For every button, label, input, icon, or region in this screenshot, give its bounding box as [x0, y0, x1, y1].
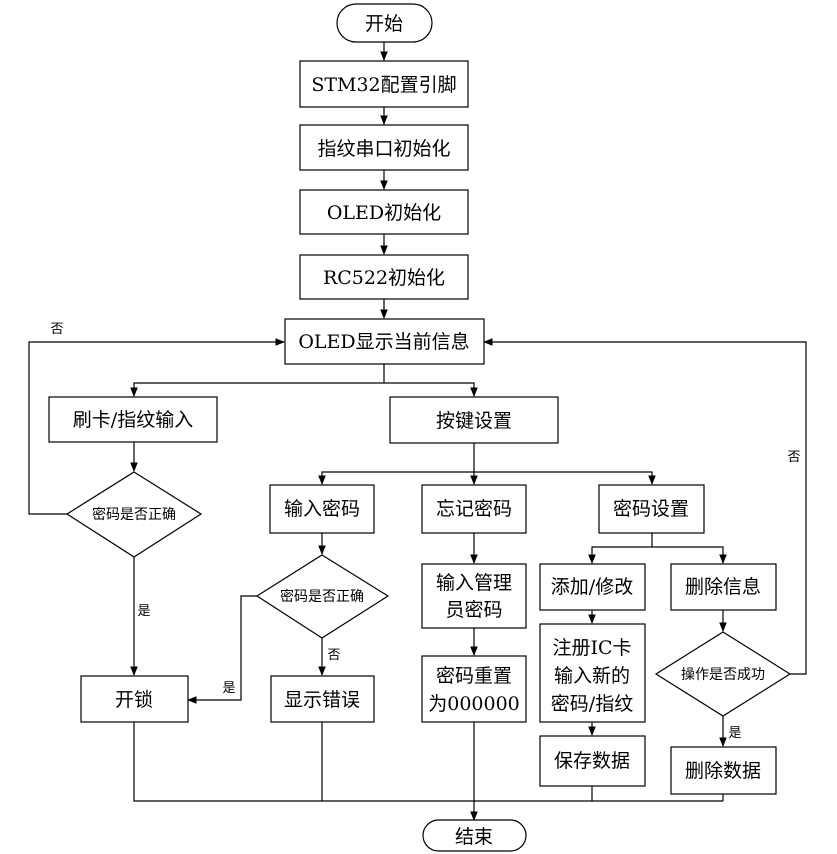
input-pw-box — [269, 484, 375, 534]
end-terminal — [422, 819, 527, 852]
show-error-label: 显示错误 — [284, 689, 360, 711]
show-error-box — [270, 675, 375, 723]
start-label: 开始 — [365, 13, 403, 35]
add-modify-box — [539, 563, 646, 611]
edge-label-yes-right: 是 — [728, 726, 741, 741]
fp-init-label: 指纹串口初始化 — [317, 138, 450, 160]
check-pw-left-label: 密码是否正确 — [92, 506, 176, 523]
card-fp-label: 刷卡/指纹输入 — [73, 409, 193, 431]
rc522-init-box — [299, 254, 469, 300]
register-label-1: 注册IC卡 — [552, 637, 631, 659]
input-pw-label: 输入密码 — [284, 498, 360, 520]
check-pw-left-diamond — [65, 471, 203, 558]
reset-box — [421, 655, 527, 723]
edge-setting-add — [588, 546, 652, 564]
delete-info-box — [670, 563, 777, 611]
register-label-3: 密码/指纹 — [551, 693, 633, 715]
unlock-label: 开锁 — [115, 689, 153, 711]
pw-setting-box — [598, 484, 705, 534]
edge-keys-input — [318, 471, 474, 485]
oled-init-box — [299, 189, 469, 235]
admin-pw-label-1: 输入管理 — [436, 572, 512, 594]
oled-show-box — [284, 318, 485, 365]
edge-unlock-bottom — [133, 722, 723, 802]
edge-split-card — [130, 382, 384, 397]
edges — [28, 42, 807, 821]
forget-pw-label: 忘记密码 — [436, 498, 512, 520]
pw-setting-label: 密码设置 — [613, 498, 689, 520]
edge-setting-delete — [652, 546, 727, 564]
card-fp-box — [48, 396, 218, 443]
reset-label-1: 密码重置 — [436, 665, 512, 687]
edge-label-no-right: 否 — [787, 450, 800, 465]
add-modify-label: 添加/修改 — [551, 576, 633, 598]
stm32-label: STM32配置引脚 — [311, 74, 456, 96]
check-pw-mid-label: 密码是否正确 — [280, 588, 364, 605]
save-data-box — [539, 735, 646, 787]
op-success-label: 操作是否成功 — [681, 667, 765, 683]
admin-pw-box — [421, 563, 527, 629]
end-label: 结束 — [455, 826, 493, 848]
nodes: 开始 结束 STM32配置引脚 指纹串口初始化 OLED初始化 RC522初始化… — [48, 3, 792, 852]
edge-labels: 否 是 是 否 否 是 — [50, 322, 800, 741]
edge-check-mid-yes — [187, 595, 257, 704]
oled-init-label: OLED初始化 — [327, 202, 441, 224]
fp-init-box — [299, 124, 469, 171]
register-label-2: 输入新的 — [554, 665, 630, 687]
reset-label-2: 为000000 — [428, 693, 520, 715]
unlock-box — [80, 675, 189, 723]
delete-data-box — [670, 746, 777, 795]
keys-box — [389, 396, 559, 444]
edge-label-no-left: 否 — [50, 322, 63, 337]
start-terminal — [336, 3, 433, 43]
edge-op-no — [483, 338, 807, 675]
admin-pw-label-2: 员密码 — [445, 599, 502, 621]
delete-data-label: 删除数据 — [685, 760, 761, 782]
forget-pw-box — [421, 484, 527, 534]
edge-label-yes-mid: 是 — [222, 681, 235, 696]
oled-show-label: OLED显示当前信息 — [298, 331, 469, 353]
edge-split-keys — [384, 382, 478, 397]
keys-label: 按键设置 — [436, 410, 512, 432]
check-pw-mid-diamond — [255, 554, 390, 639]
edge-check-left-no — [28, 338, 285, 515]
rc522-init-label: RC522初始化 — [323, 267, 445, 289]
op-success-diamond — [654, 631, 792, 717]
delete-info-label: 删除信息 — [685, 576, 761, 598]
save-data-label: 保存数据 — [554, 750, 630, 772]
edge-keys-setting — [474, 471, 656, 485]
edge-label-no-mid: 否 — [327, 648, 340, 663]
stm32-box — [299, 60, 469, 108]
edge-label-yes-left: 是 — [137, 604, 150, 619]
register-box — [539, 623, 646, 723]
